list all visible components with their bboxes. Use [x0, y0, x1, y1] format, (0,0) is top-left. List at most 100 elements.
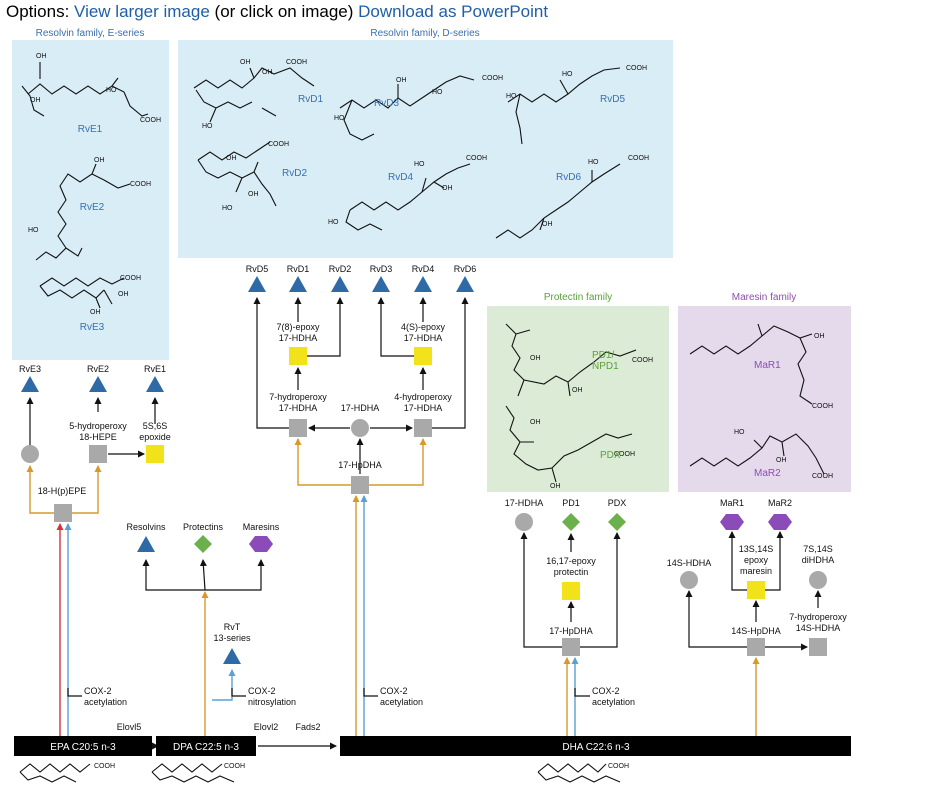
- mar1-cooh-label: COOH: [812, 403, 833, 410]
- hp4-label-2: 17-HDHA: [404, 403, 443, 413]
- protectin-title: Protectin family: [544, 292, 612, 303]
- rvd2-node-label: RvD2: [329, 264, 352, 274]
- e-series-title: Resolvin family, E-series: [36, 28, 145, 39]
- mar2-cooh-label: COOH: [812, 473, 833, 480]
- hpdha17-square: [351, 476, 369, 494]
- rvd4-ho-label: HO: [414, 161, 425, 168]
- hpdha14s-label: 14S-HpDHA: [731, 626, 781, 636]
- rve3-label: RvE3: [80, 322, 105, 333]
- view-larger-image-link[interactable]: View larger image: [74, 2, 210, 21]
- rve1-oh-label: OH: [36, 53, 47, 60]
- rve3-oh-label-2: OH: [90, 309, 101, 316]
- epa-cooh-label: COOH: [94, 763, 115, 770]
- download-powerpoint-link[interactable]: Download as PowerPoint: [358, 2, 549, 21]
- precursor-bar: EPA C20:5 n-3 Elovl5 DPA C22:5 n-3 Elovl…: [14, 722, 851, 783]
- epa-label: EPA C20:5 n-3: [50, 742, 116, 753]
- rve1-triangle: [146, 376, 164, 392]
- resolvins-triangle: [137, 536, 155, 552]
- pdx-oh-label-2: OH: [550, 483, 561, 490]
- rvd1-ho-label: HO: [202, 123, 213, 130]
- hdha14s-label: 14S-HDHA: [667, 558, 712, 568]
- cox2-epa-label-1: COX-2: [84, 686, 112, 696]
- pdx-oh-label: OH: [530, 419, 541, 426]
- rvd2-oh-label: OH: [226, 155, 237, 162]
- rvd3-cooh-label: COOH: [482, 75, 503, 82]
- epoxy4s-square: [414, 347, 432, 365]
- protectins-label: Protectins: [183, 522, 224, 532]
- rvd2-label: RvD2: [282, 168, 307, 179]
- hp4-square: [414, 419, 432, 437]
- rve1-cooh-label: COOH: [140, 117, 161, 124]
- dha-cooh-label: COOH: [608, 763, 629, 770]
- rve3-cooh-label: COOH: [120, 275, 141, 282]
- rvd5-node-label: RvD5: [246, 264, 269, 274]
- rvd4-node-label: RvD4: [412, 264, 435, 274]
- pd1-oh-label: OH: [530, 355, 541, 362]
- pd1-label-line: NPD1: [592, 361, 619, 372]
- pd1-label-text: PD1/: [592, 350, 614, 361]
- rvd1-oh-label-2: OH: [262, 69, 273, 76]
- pathway-figure[interactable]: Resolvin family, E-series OH OH HO COOH …: [0, 24, 945, 788]
- rvd3-label: RvD3: [374, 98, 399, 109]
- rvd3-triangle: [372, 276, 390, 292]
- epoxide-5s6s-label-2: epoxide: [139, 432, 171, 442]
- rvd5-ho-label-2: HO: [506, 93, 517, 100]
- cox2-dha-label-1: COX-2: [380, 686, 408, 696]
- epoxy1617-label-1: 16,17-epoxy: [546, 556, 596, 566]
- dpa-label: DPA C22:5 n-3: [173, 742, 239, 753]
- d-series-pathway: RvD5 RvD1 RvD2 RvD3 RvD4 RvD6 7(8)-epoxy…: [246, 264, 477, 736]
- epoxy78-square: [289, 347, 307, 365]
- e-series-panel: Resolvin family, E-series OH OH HO COOH …: [12, 28, 169, 360]
- maresins-label: Maresins: [243, 522, 280, 532]
- hpdha14s-square: [747, 638, 765, 656]
- epoxy4s-label-2: 17-HDHA: [404, 333, 443, 343]
- rvd2-triangle: [331, 276, 349, 292]
- pd1-cooh-label: COOH: [632, 357, 653, 364]
- rvd2-oh-label-2: OH: [248, 191, 259, 198]
- rvd5-ho-label: HO: [562, 71, 573, 78]
- rve2-triangle: [89, 376, 107, 392]
- hp7-label-2: 17-HDHA: [279, 403, 318, 413]
- rvd3-oh-label: OH: [396, 77, 407, 84]
- rvt-label-2: 13-series: [213, 633, 251, 643]
- rve2-cooh-label: COOH: [130, 181, 151, 188]
- cox2-dpa-label-2: nitrosylation: [248, 697, 296, 707]
- rve2-ho-label: HO: [28, 227, 39, 234]
- options-middle-text: (or click on image): [214, 2, 354, 21]
- mar2-node-label: MaR2: [768, 498, 792, 508]
- hpdha17-label: 17-HpDHA: [338, 460, 382, 470]
- e-series-pathway: RvE3 RvE2 RvE1 5-hydroperoxy 18-HEPE 5S,…: [19, 364, 171, 736]
- rvd2-ho-label: HO: [222, 205, 233, 212]
- hdha17-label: 17-HDHA: [341, 403, 380, 413]
- rvd6-node-label: RvD6: [454, 264, 477, 274]
- rvd6-cooh-label: COOH: [628, 155, 649, 162]
- rve3-triangle: [21, 376, 39, 392]
- rvd2-cooh-label: COOH: [268, 141, 289, 148]
- pd1-node-label: PD1: [562, 498, 580, 508]
- pt-hpdha-square: [562, 638, 580, 656]
- rve3-node-label: RvE3: [19, 364, 41, 374]
- epoxy1314-label-3: maresin: [740, 566, 772, 576]
- cox2-epa-label-2: acetylation: [84, 697, 127, 707]
- dihdha-circle: [809, 571, 827, 589]
- rvd6-label: RvD6: [556, 172, 581, 183]
- pdx-node-label: PDX: [608, 498, 627, 508]
- hp7-square: [289, 419, 307, 437]
- hp7-14s-square: [809, 638, 827, 656]
- rve2-node-label: RvE2: [87, 364, 109, 374]
- options-bar: Options: View larger image (or click on …: [0, 0, 945, 26]
- resolvins-label: Resolvins: [126, 522, 166, 532]
- fads2-label: Fads2: [295, 722, 320, 732]
- hp7-14s-label-2: 14S-HDHA: [796, 623, 841, 633]
- hp7-14s-label-1: 7-hydroperoxy: [789, 612, 847, 622]
- rve1-label: RvE1: [78, 124, 103, 135]
- rvd1-cooh-label: COOH: [286, 59, 307, 66]
- maresins-hexagon: [249, 536, 273, 552]
- hp4-label-1: 4-hydroperoxy: [394, 392, 452, 402]
- d-series-title: Resolvin family, D-series: [370, 28, 479, 39]
- rvd5-cooh-label: COOH: [626, 65, 647, 72]
- epoxy78-label-1: 7(8)-epoxy: [276, 322, 320, 332]
- rve1-node-label: RvE1: [144, 364, 166, 374]
- hpepe-square: [54, 504, 72, 522]
- maresin-pathway: MaR1 MaR2 14S-HDHA 13S,14S epoxy maresin…: [667, 498, 847, 736]
